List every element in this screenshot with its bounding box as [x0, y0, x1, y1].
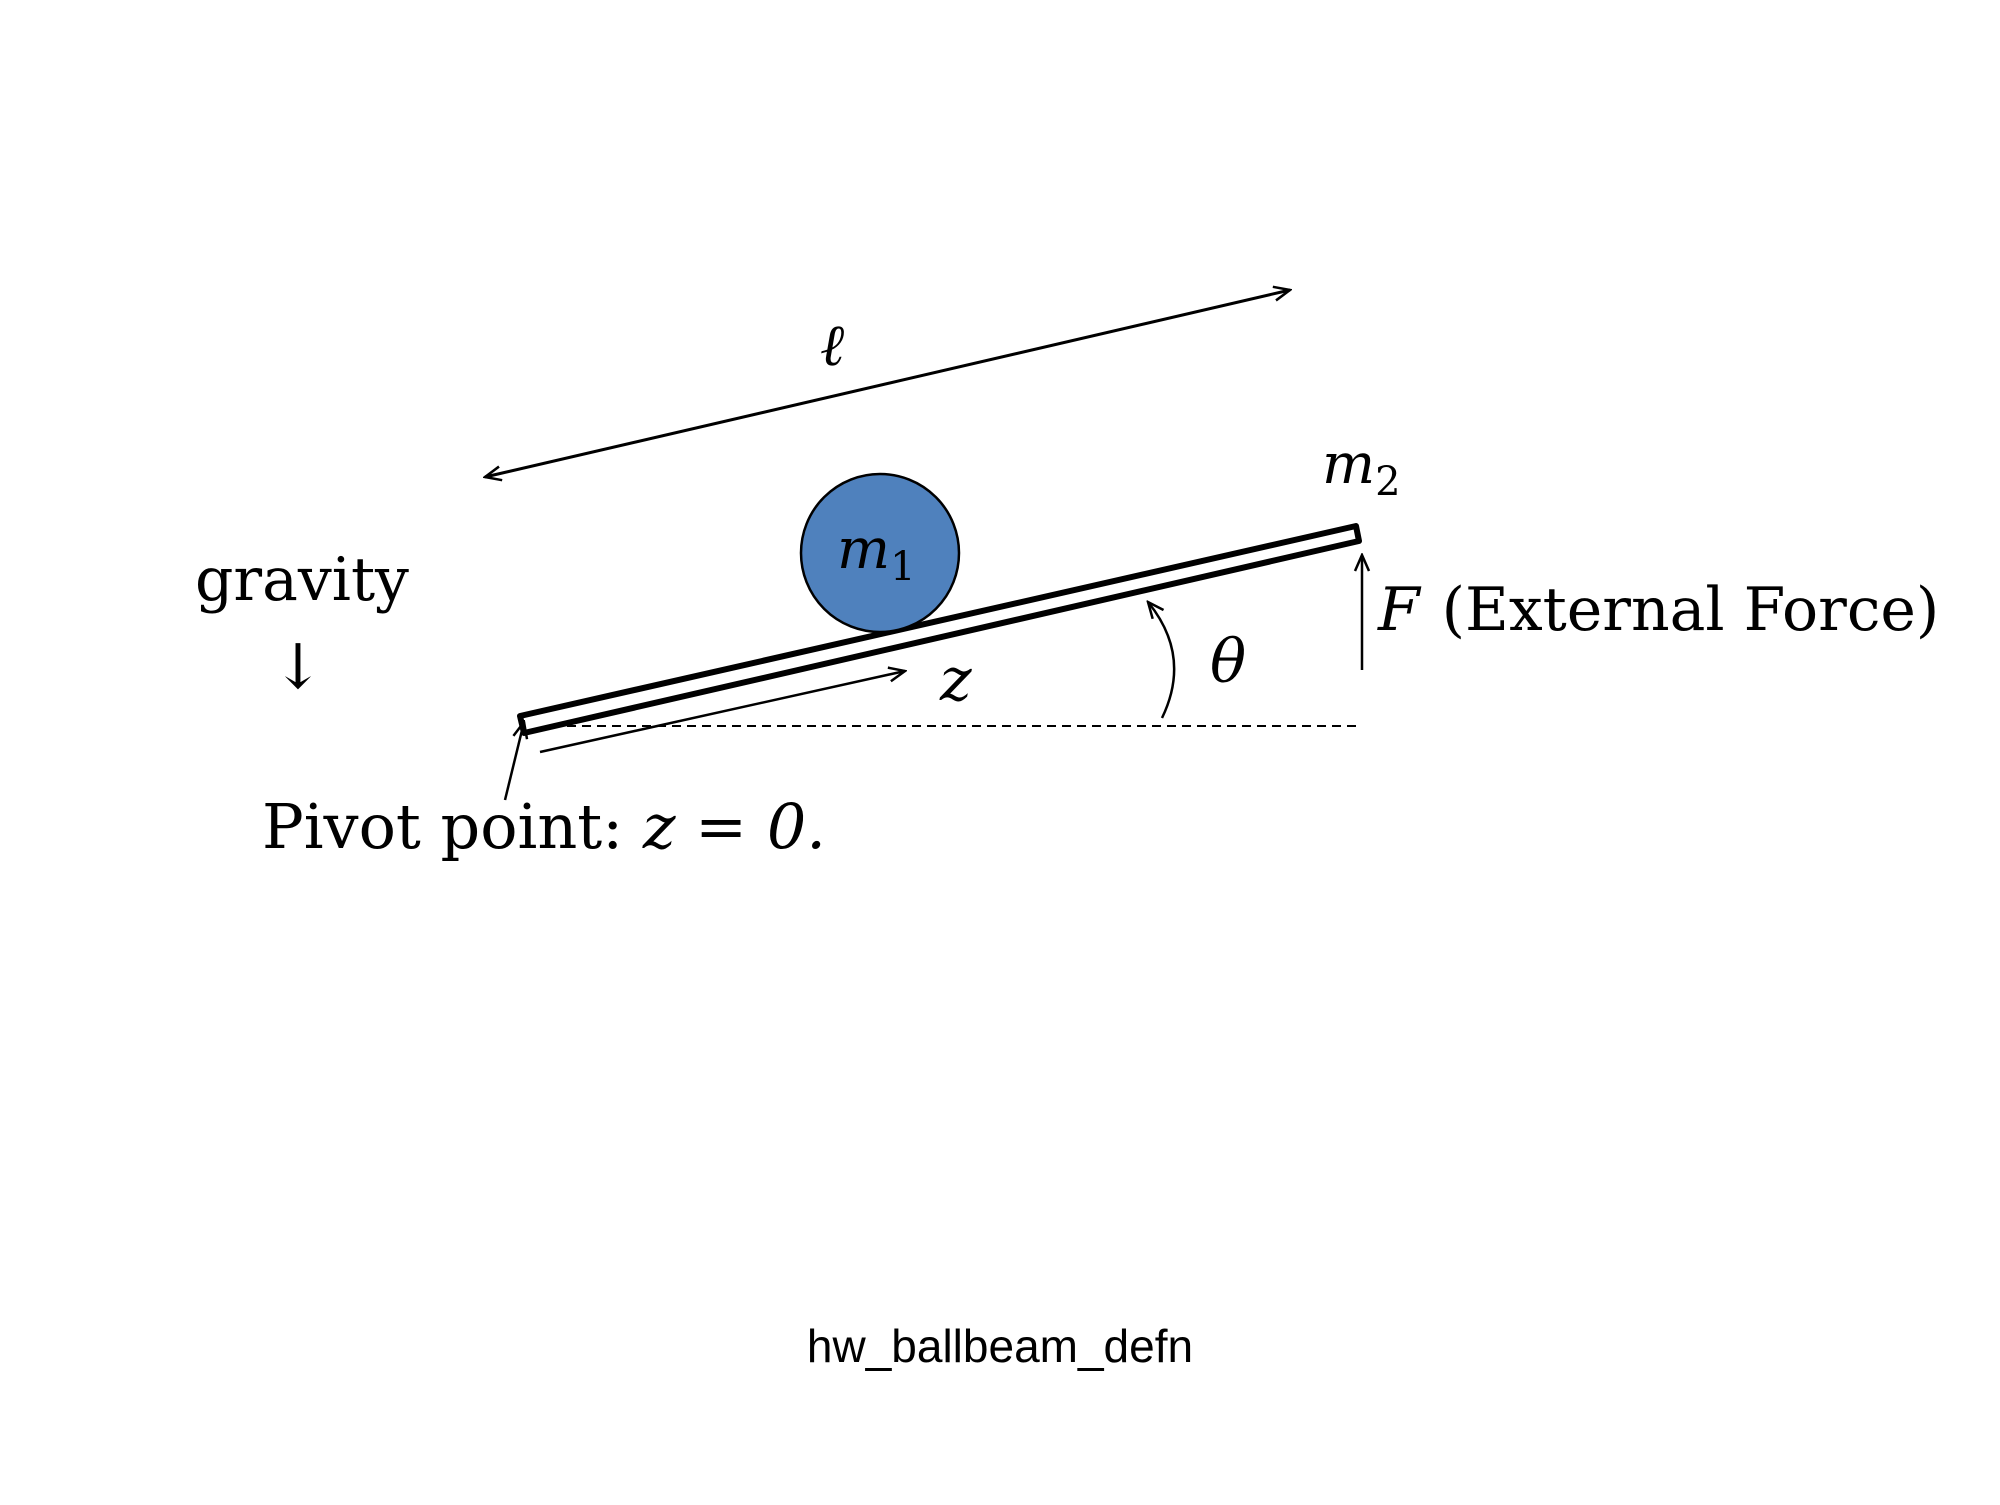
end-mass-label: m2: [1322, 432, 1401, 505]
pivot-pointer-arrow: [503, 722, 524, 801]
ball-m1: m1: [799, 472, 961, 634]
position-label: z: [939, 645, 972, 715]
pivot-label: Pivot point: z = 0.: [262, 790, 826, 863]
position-arrow: [539, 671, 905, 754]
length-dimension-arrow: [485, 290, 1290, 477]
ball-mass-label: m1: [837, 517, 916, 590]
length-label: ℓ: [820, 311, 844, 379]
force-label: F(External Force): [1377, 575, 1939, 645]
angle-arc: [1148, 602, 1176, 719]
gravity-label: gravity: [195, 545, 409, 615]
gravity-arrow-icon: ↓: [272, 630, 324, 703]
figure-caption: hw_ballbeam_defn: [807, 1320, 1193, 1372]
angle-label: θ: [1210, 627, 1246, 697]
